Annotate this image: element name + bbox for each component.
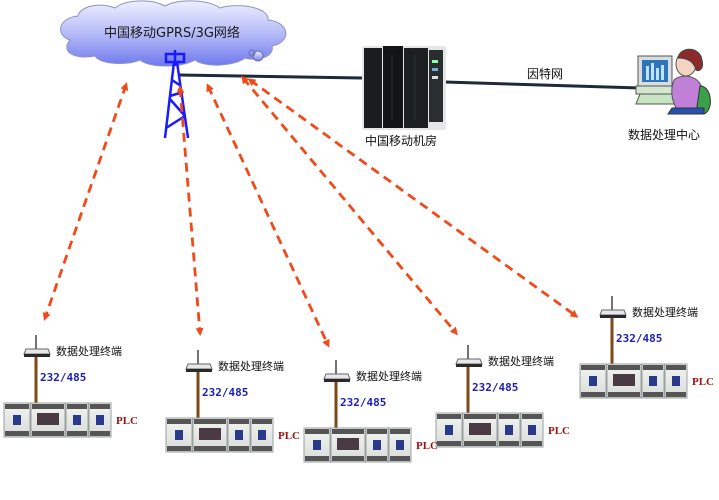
terminal-unit [303,360,412,463]
interface-label: 232/485 [202,386,249,399]
wireless-arrow-2 [176,85,204,336]
router-icon [323,360,351,382]
interface-label: 232/485 [616,332,663,345]
data-center-label: 数据处理中心 [628,128,701,142]
router-icon [599,296,627,318]
router-icon [23,335,51,357]
terminal-label: 数据处理终端 [218,360,284,373]
interface-label: 232/485 [340,396,387,409]
plc-label: PLC [692,376,714,388]
wireless-arrow-5 [247,78,579,318]
wireless-links [42,75,579,348]
plc-label: PLC [416,440,438,452]
cell-tower-icon [163,50,190,139]
terminal-label: 数据处理终端 [56,345,122,358]
plc-label: PLC [278,430,300,442]
terminal-label: 数据处理终端 [488,355,554,368]
terminal-label: 数据处理终端 [356,370,422,383]
server-rack-image [362,46,446,130]
terminal-label: 数据处理终端 [632,306,698,319]
terminal-unit [435,345,544,448]
plc-device-icon [435,412,544,448]
wireless-arrow-3 [206,83,330,348]
gprs-cloud [60,0,287,67]
interface-label: 232/485 [40,371,87,384]
router-icon [185,350,213,372]
interface-label: 232/485 [472,381,519,394]
data-center-operator-icon [635,48,711,115]
wireless-arrow-1 [42,82,129,321]
terminal-unit [3,335,112,438]
terminal-unit [579,296,688,399]
plc-label: PLC [116,415,138,427]
internet-label: 因特网 [527,67,564,81]
terminal-unit [165,350,274,453]
plc-device-icon [3,402,112,438]
gprs-network-label: 中国移动GPRS/3G网络 [104,26,240,41]
plc-device-icon [579,363,688,399]
plc-label: PLC [548,425,570,437]
router-icon [455,345,483,367]
plc-device-icon [165,417,274,453]
server-room-label: 中国移动机房 [365,134,438,148]
plc-device-icon [303,427,412,463]
